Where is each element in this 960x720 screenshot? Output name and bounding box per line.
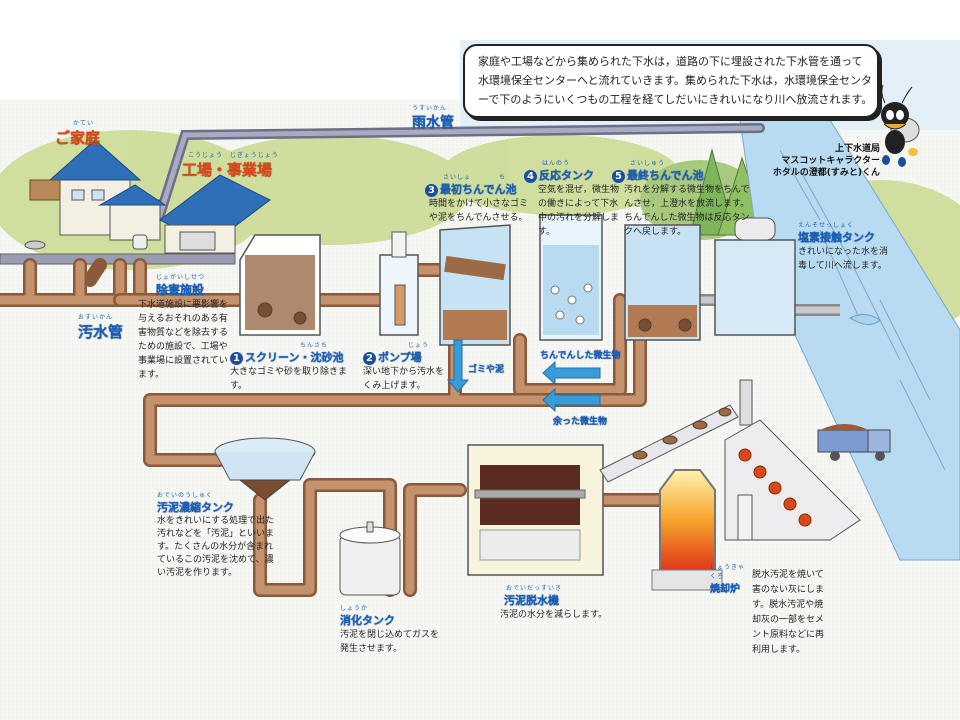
incinerator-label: しょうきゃくろ 焼却炉 — [710, 562, 750, 595]
mascot-label-line3: ホタルの澄都(すみと)くん — [772, 168, 880, 178]
incinerator-ruby: しょうきゃくろ — [710, 564, 746, 580]
incinerator — [651, 379, 753, 591]
mascot-label-line2: マスコットキャラクター — [781, 156, 880, 166]
incinerator-desc: 脱水汚泥を焼いて害のない灰にします。脱水汚泥や焼却灰の一部をセメント原料などに再… — [752, 570, 825, 655]
rain-pipe-title: 雨水管 — [412, 115, 454, 131]
incinerator-title: 焼却炉 — [710, 584, 740, 595]
step-5-ruby: さいしゅう — [630, 160, 666, 167]
factory-title: 工場・事業場 — [182, 161, 273, 179]
dewater-ruby: おでいだっすいき — [506, 585, 563, 592]
final-settling-tank — [624, 224, 701, 341]
dewater-desc: 汚泥の水分を減らします。 — [500, 610, 608, 620]
house — [29, 139, 167, 241]
mascot-label: 上下水道局 マスコットキャラクター ホタルの澄都(すみと)くん — [700, 143, 880, 179]
factory-ruby: こうじょう じぎょうじょう — [188, 152, 279, 159]
flow-label-settled: ちんでんした微生物 — [540, 351, 621, 361]
home-label: かてい ご家庭 — [55, 118, 100, 148]
intro-text: 家庭や工場などから集められた下水は，道路の下に埋設された下水管を通って水環境保全… — [478, 55, 873, 106]
step-2-number: 2 — [363, 352, 376, 365]
digestion-tank-label: しょうか 消化タンク 汚泥を閉じ込めてガスを発生させます。 — [340, 603, 440, 656]
step-5-number: 5 — [612, 170, 625, 183]
step-3-ruby: さいしょ ち — [443, 174, 507, 181]
step-4-desc: 空気を混ぜ，微生物の働きによって下水中の汚れを分解します。 — [538, 185, 620, 237]
dewater-title: 汚泥脱水機 — [504, 594, 559, 607]
flow-label-trash: ゴミや泥 — [468, 365, 505, 375]
step-1-number: 1 — [230, 352, 243, 365]
step-1-ruby: ちんさち — [300, 342, 329, 349]
digester-ruby: しょうか — [340, 605, 369, 612]
digester-desc: 汚泥を閉じ込めてガスを発生させます。 — [340, 630, 440, 654]
step-3-desc: 時間をかけて小さなゴミや泥をちんでんさせる。 — [429, 199, 529, 223]
step-3-title: 最初ちんでん池 — [440, 183, 517, 196]
chlorine-contact-tank — [714, 217, 881, 336]
digestion-tank — [339, 521, 401, 596]
home-ruby: かてい — [73, 120, 95, 127]
primary-settling-tank — [439, 224, 511, 346]
mascot-firefly — [881, 84, 920, 167]
screen-grit-tank — [239, 234, 321, 336]
rain-pipe-label: うすいかん 雨水管 — [412, 103, 454, 132]
step-3-number: 3 — [425, 184, 438, 197]
thickener-title: 汚泥濃縮タンク — [157, 501, 234, 514]
sewage-pipe-ruby: おすいかん — [78, 314, 114, 321]
truck — [817, 424, 891, 461]
step-2-desc: 深い地下から汚水をくみ上げます。 — [363, 367, 445, 391]
speech-bubble — [463, 44, 879, 118]
dewatering-label: おでいだっすいき 汚泥脱水機 汚泥の水分を減らします。 — [500, 583, 630, 622]
chlorine-ruby: えんそせっしょく — [798, 222, 855, 229]
step-2-title: ポンプ場 — [378, 351, 422, 364]
digester-title: 消化タンク — [340, 614, 395, 627]
mascot-label-line1: 上下水道局 — [834, 144, 880, 154]
dewatering-machine — [467, 444, 604, 576]
removal-facility: じょがいしせつ 除害施設 下水道施設に悪影響を与えるおそれのある有害物質などを除… — [138, 272, 228, 382]
pump-station — [379, 231, 419, 336]
chlorine-desc: きれいになった水を消毒して川へ流します。 — [798, 247, 889, 271]
step-4-title: 反応タンク — [539, 169, 594, 182]
removal-title: 除害施設 — [156, 283, 205, 297]
step-2-ruby: じょう — [408, 342, 430, 349]
factory — [24, 174, 271, 254]
thickener-ruby: おでいのうしゅく — [157, 492, 214, 499]
rain-pipe-ruby: うすいかん — [412, 105, 448, 112]
flow-label-excess: 余った微生物 — [553, 417, 608, 427]
removal-ruby: じょがいしせつ — [156, 274, 206, 281]
sludge-thickener — [214, 437, 316, 501]
step-1-desc: 大きなゴミや砂を取り除きます。 — [230, 367, 348, 391]
step-4-ruby: はんのう — [542, 160, 571, 167]
sewage-pipe-label: おすいかん 汚水管 — [78, 312, 123, 342]
removal-desc: 下水道施設に悪影響を与えるおそれのある有害物質などを除去するための施設で、工場や… — [138, 300, 229, 380]
flow-arrows — [446, 339, 601, 413]
step-5-desc: 汚れを分解する微生物をちんでんさせ，上澄水を放流します。ちんでんした微生物は反応… — [624, 185, 750, 237]
chlorine-tank-label: えんそせっしょく 塩素接触タンク きれいになった水を消毒して川へ流します。 — [798, 220, 888, 273]
factory-label: こうじょう じぎょうじょう 工場・事業場 — [182, 150, 279, 180]
home-title: ご家庭 — [55, 129, 101, 147]
reaction-tank — [539, 214, 603, 341]
sewage-pipe-title: 汚水管 — [78, 323, 124, 341]
step-1-title: スクリーン・沈砂池 — [245, 351, 344, 364]
step-4-number: 4 — [524, 170, 537, 183]
stair-kiln — [724, 419, 861, 541]
thickener-desc: 水をきれいにする処理で出た汚れなどを「汚泥」といいます。たくさんの水分が含まれて… — [157, 516, 275, 578]
chlorine-title: 塩素接触タンク — [798, 231, 875, 244]
sludge-thickener-label: おでいのうしゅく 汚泥濃縮タンク 水をきれいにする処理で出た汚れなどを「汚泥」と… — [157, 490, 277, 580]
step-5-title: 最終ちんでん池 — [627, 169, 704, 182]
